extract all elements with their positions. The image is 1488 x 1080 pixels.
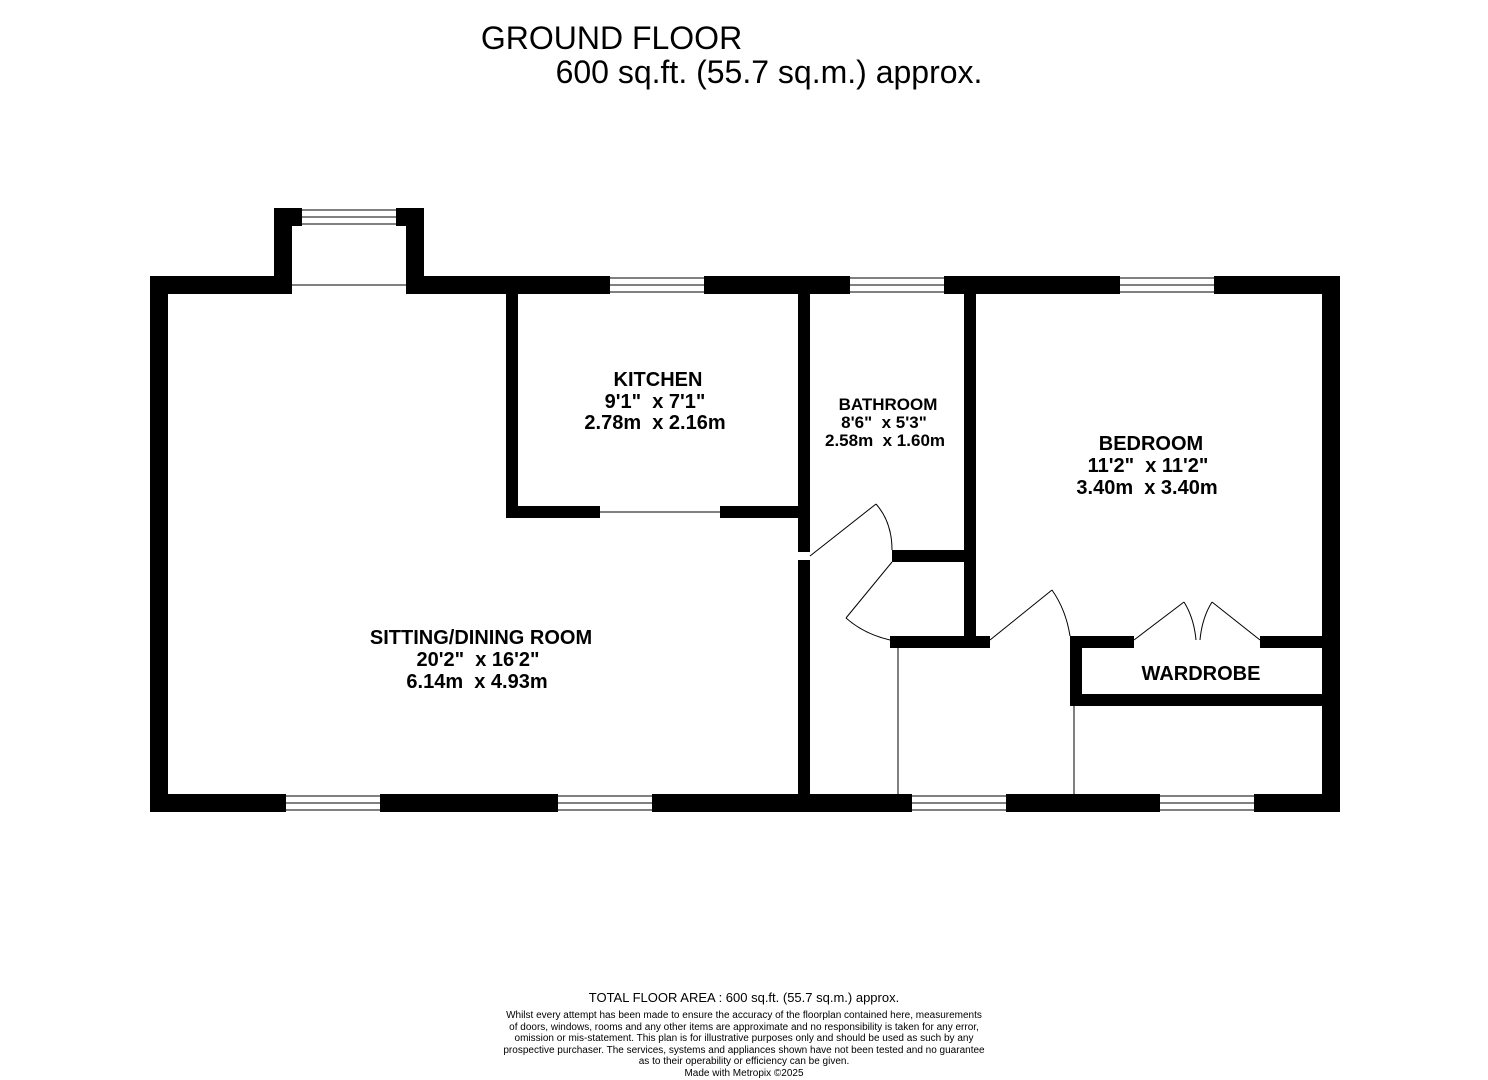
walls <box>150 208 1340 812</box>
sitting-name: SITTING/DINING ROOM <box>370 627 592 649</box>
sitting-metric: 6.14m x 4.93m <box>406 671 547 693</box>
bedroom-imperial: 11'2" x 11'2" <box>1088 455 1209 477</box>
bedroom-name: BEDROOM <box>1099 433 1203 455</box>
windows <box>286 209 1254 811</box>
room-labels: KITCHEN 9'1" x 7'1" 2.78m x 2.16m BATHRO… <box>370 369 1261 693</box>
floor-title: GROUND FLOOR <box>480 20 743 56</box>
bathroom-metric: 2.58m x 1.60m <box>825 431 945 450</box>
disclaimer-line: Made with Metropix ©2025 <box>684 1067 804 1079</box>
disclaimer-line: omission or mis-statement. This plan is … <box>514 1033 974 1044</box>
bathroom-name: BATHROOM <box>839 395 938 414</box>
wardrobe-name: WARDROBE <box>1142 663 1261 685</box>
disclaimer-line: prospective purchaser. The services, sys… <box>503 1044 985 1056</box>
floor-area: 600 sq.ft. (55.7 sq.m.) approx. <box>555 54 983 90</box>
disclaimer: Whilst every attempt has been made to en… <box>0 1010 1488 1079</box>
disclaimer-line: of doors, windows, rooms and any other i… <box>509 1021 979 1033</box>
doors <box>809 503 1261 796</box>
kitchen-name: KITCHEN <box>614 369 703 391</box>
total-floor-area: TOTAL FLOOR AREA : 600 sq.ft. (55.7 sq.m… <box>588 990 900 1005</box>
sitting-imperial: 20'2" x 16'2" <box>416 649 539 671</box>
kitchen-imperial: 9'1" x 7'1" <box>605 391 706 413</box>
bathroom-imperial: 8'6" x 5'3" <box>841 413 927 432</box>
disclaimer-line: Whilst every attempt has been made to en… <box>506 1010 982 1021</box>
kitchen-metric: 2.78m x 2.16m <box>584 412 725 434</box>
disclaimer-line: as to their operability or efficiency ca… <box>638 1056 850 1067</box>
bedroom-metric: 3.40m x 3.40m <box>1076 477 1217 499</box>
